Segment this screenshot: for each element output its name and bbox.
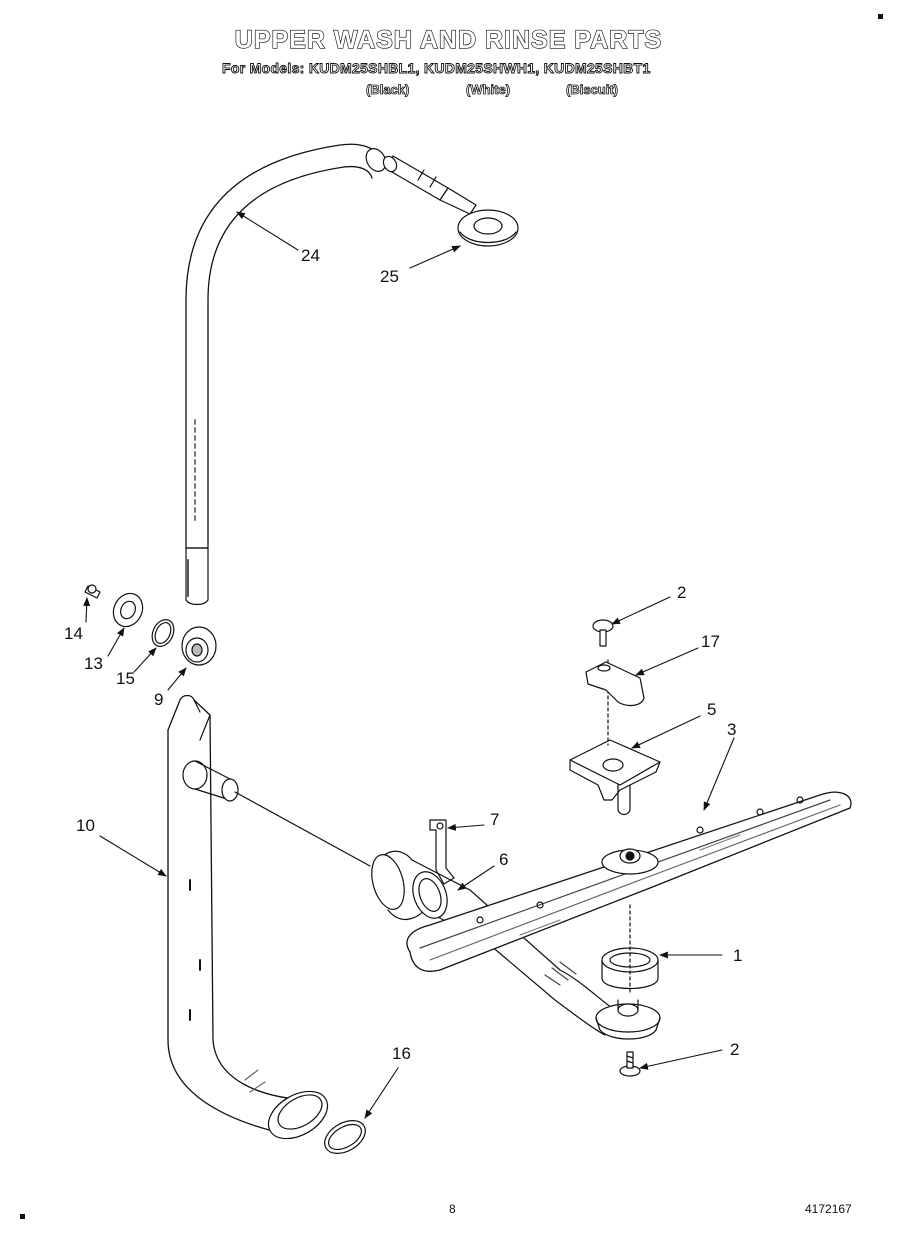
callout-13: 13 <box>84 654 103 673</box>
part-24-supply-tube <box>185 143 387 606</box>
callout-16: 16 <box>392 1044 411 1063</box>
variant-white: (White) <box>466 82 511 98</box>
callout-1: 1 <box>733 946 743 965</box>
callout-7: 7 <box>490 810 500 829</box>
part-16-seal <box>324 1120 366 1154</box>
part-2-top-screw <box>592 619 614 647</box>
callout-3: 3 <box>727 720 737 739</box>
callout-25: 25 <box>380 267 399 286</box>
part-15-o-ring <box>151 619 175 647</box>
part-13-bracket <box>112 592 144 628</box>
models-line: For Models: KUDM25SHBL1, KUDM25SHWH1, KU… <box>222 60 651 77</box>
part-17-deflector <box>585 661 645 707</box>
callout-14: 14 <box>64 624 83 643</box>
registration-mark <box>878 14 883 19</box>
variant-biscuit: (Biscuit) <box>566 82 619 98</box>
part-14-screw <box>84 584 101 599</box>
document-number: 4172167 <box>805 1202 852 1216</box>
callout-6: 6 <box>499 850 509 869</box>
callout-15: 15 <box>116 669 135 688</box>
callout-2-top: 2 <box>677 583 687 602</box>
part-25-spray-head <box>382 155 519 247</box>
page-title: UPPER WASH AND RINSE PARTS <box>234 25 663 54</box>
part-6-feed-tube <box>371 850 616 1036</box>
callout-17: 17 <box>701 632 720 651</box>
part-2-bottom-screw <box>619 1051 641 1077</box>
part-9-nut <box>181 626 217 666</box>
callout-2-bottom: 2 <box>730 1040 740 1059</box>
callout-24: 24 <box>301 246 320 265</box>
part-3-spray-arm <box>406 791 852 972</box>
variant-black: (Black) <box>366 82 410 98</box>
part-7-clip <box>429 819 455 885</box>
lower-hub <box>595 904 661 1040</box>
page-number: 8 <box>449 1202 456 1216</box>
callout-9: 9 <box>154 690 164 709</box>
callout-5: 5 <box>707 700 717 719</box>
part-5-bracket <box>569 659 661 816</box>
registration-mark <box>20 1214 25 1219</box>
part-10-manifold <box>167 694 371 1140</box>
callout-leaders <box>83 211 735 1119</box>
callout-10: 10 <box>76 816 95 835</box>
